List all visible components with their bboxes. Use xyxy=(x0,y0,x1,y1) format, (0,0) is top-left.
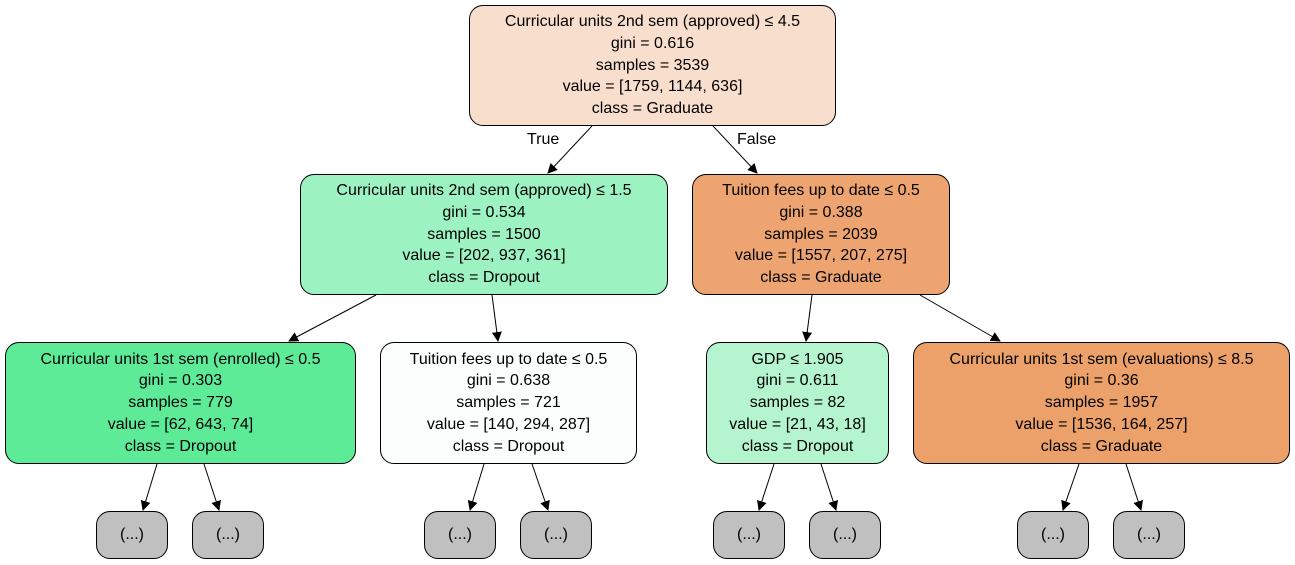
node-gini: gini = 0.611 xyxy=(756,372,839,390)
truncated-subtree-node: (...) xyxy=(424,511,496,559)
tree-edge-arrow xyxy=(547,125,593,174)
node-class: class = Dropout xyxy=(124,437,237,455)
node-gini: gini = 0.303 xyxy=(138,372,223,390)
node-gini: gini = 0.534 xyxy=(442,203,526,221)
node-gini: gini = 0.638 xyxy=(466,372,551,390)
tree-node-left-right: Tuition fees up to date ≤ 0.5 gini = 0.6… xyxy=(380,342,637,464)
tree-edge-arrow xyxy=(802,294,813,342)
node-value: value = [1759, 1144, 636] xyxy=(562,78,743,96)
tree-edge-arrow xyxy=(203,463,221,511)
tree-edge-arrow xyxy=(288,294,377,342)
node-samples: samples = 779 xyxy=(128,394,233,412)
node-value: value = [62, 643, 74] xyxy=(107,415,254,433)
truncated-subtree-node: (...) xyxy=(1113,511,1185,559)
truncated-subtree-node: (...) xyxy=(809,511,881,559)
truncated-subtree-node: (...) xyxy=(1017,511,1089,559)
tree-edge-arrow xyxy=(919,294,1001,342)
node-value: value = [1536, 164, 257] xyxy=(1015,415,1188,433)
node-condition: Curricular units 2nd sem (approved) ≤ 1.… xyxy=(336,182,632,199)
node-value: value = [1557, 207, 275] xyxy=(734,247,908,265)
node-samples: samples = 2039 xyxy=(764,225,878,243)
node-class: class = Graduate xyxy=(760,269,882,287)
edge-label-true: True xyxy=(527,131,560,148)
node-samples: samples = 82 xyxy=(749,394,846,412)
node-class: class = Dropout xyxy=(741,437,854,455)
tree-edge-arrow xyxy=(1061,463,1080,511)
node-condition: Tuition fees up to date ≤ 0.5 xyxy=(409,350,608,368)
node-class: class = Dropout xyxy=(452,437,565,455)
node-samples: samples = 1500 xyxy=(427,225,541,243)
truncated-subtree-node: (...) xyxy=(713,511,785,559)
truncated-subtree-node: (...) xyxy=(192,511,264,559)
tree-edge-arrow xyxy=(531,463,550,511)
node-class: class = Graduate xyxy=(1040,437,1163,455)
node-class: class = Graduate xyxy=(591,100,714,118)
node-condition: Curricular units 1st sem (enrolled) ≤ 0.… xyxy=(40,350,321,368)
truncated-subtree-node: (...) xyxy=(96,511,168,559)
node-condition: Curricular units 2nd sem (approved) ≤ 4.… xyxy=(504,13,801,30)
node-condition: Tuition fees up to date ≤ 0.5 xyxy=(722,182,920,199)
tree-edge-arrow xyxy=(712,125,758,174)
tree-edge-arrow xyxy=(1125,463,1143,511)
tree-node-right-left: GDP ≤ 1.905 gini = 0.611 samples = 82 va… xyxy=(706,342,889,464)
node-samples: samples = 1957 xyxy=(1044,394,1159,412)
tree-edge-arrow xyxy=(820,463,838,511)
tree-node-left-left: Curricular units 1st sem (enrolled) ≤ 0.… xyxy=(5,342,356,464)
tree-node-right-right: Curricular units 1st sem (evaluations) ≤… xyxy=(913,342,1290,464)
tree-node-left: Curricular units 2nd sem (approved) ≤ 1.… xyxy=(300,174,668,295)
node-value: value = [140, 294, 287] xyxy=(426,415,591,433)
node-gini: gini = 0.616 xyxy=(610,34,695,52)
node-value: value = [202, 937, 361] xyxy=(402,247,566,265)
node-samples: samples = 3539 xyxy=(595,56,710,74)
tree-node-right: Tuition fees up to date ≤ 0.5 gini = 0.3… xyxy=(692,174,950,295)
node-condition: Curricular units 1st sem (evaluations) ≤… xyxy=(949,350,1254,368)
tree-edge-arrow xyxy=(757,463,775,511)
node-gini: gini = 0.36 xyxy=(1064,372,1139,390)
tree-edge-arrow xyxy=(491,294,502,342)
node-condition: GDP ≤ 1.905 xyxy=(751,350,844,368)
tree-edge-arrow xyxy=(140,463,158,511)
tree-node-root: Curricular units 2nd sem (approved) ≤ 4.… xyxy=(469,5,836,126)
node-class: class = Dropout xyxy=(428,269,540,287)
edge-label-false: False xyxy=(737,131,777,148)
truncated-subtree-node: (...) xyxy=(520,511,592,559)
node-samples: samples = 721 xyxy=(456,394,561,412)
node-gini: gini = 0.388 xyxy=(779,203,863,221)
tree-edge-arrow xyxy=(467,463,485,511)
node-value: value = [21, 43, 18] xyxy=(729,415,866,433)
